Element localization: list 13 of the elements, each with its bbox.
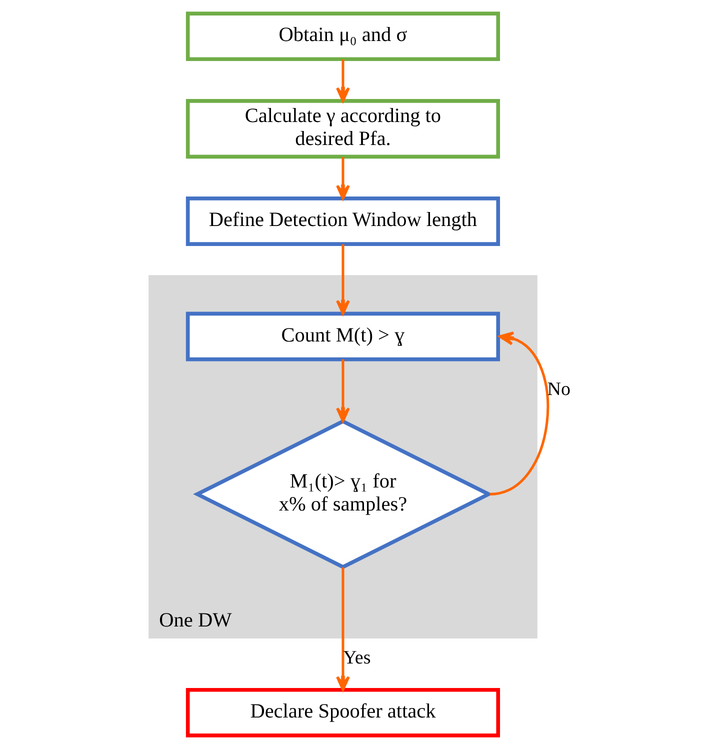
arrow: [336, 59, 350, 102]
arrow: [336, 157, 350, 200]
node-box: Obtain μ₀ and σ: [186, 12, 500, 62]
arrow: [336, 244, 350, 315]
edge-label: No: [547, 378, 571, 400]
node-box: Define Detection Window length: [186, 196, 500, 246]
node-box: Declare Spoofer attack: [186, 688, 500, 738]
node-box: Count M(t) > ɣ: [186, 312, 500, 362]
arrow: [336, 567, 350, 691]
node-diamond: M₁(t)> ɣ₁ for x% of samples?: [193, 419, 493, 570]
node-box: Calculate γ according to desired Pfa.: [186, 99, 500, 159]
arrow: [336, 359, 350, 422]
arrow: [490, 331, 550, 496]
